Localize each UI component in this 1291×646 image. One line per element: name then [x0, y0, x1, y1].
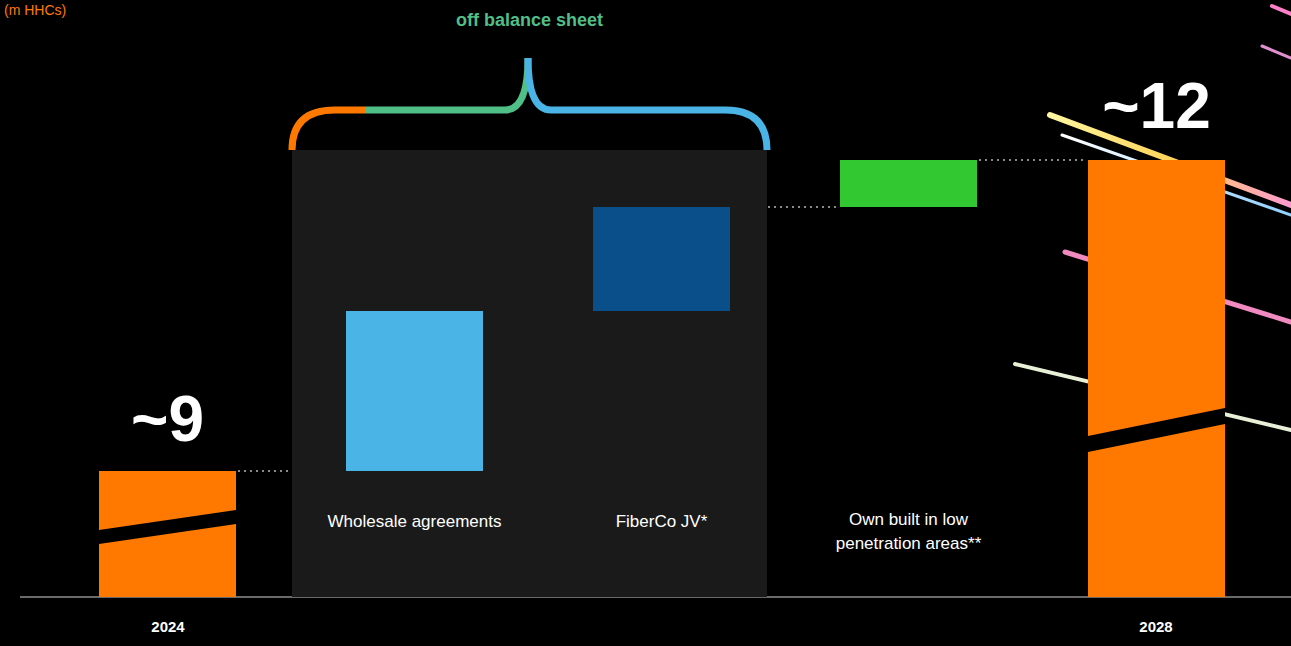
axis-year: 2028: [1139, 618, 1172, 635]
increment-bar: Own built in low penetration areas**: [840, 160, 977, 207]
increment-bar: Wholesale agreements: [346, 311, 483, 471]
unit-label: (m HHCs): [4, 2, 66, 18]
value-label: ~12: [1102, 68, 1211, 145]
off-balance-panel: off balance sheetWholesale agreementsFib…: [292, 150, 767, 597]
step-connector: [979, 159, 1086, 161]
value-bar: ~12: [1088, 160, 1225, 597]
axis-break: [99, 510, 236, 544]
group-heading: off balance sheet: [456, 10, 603, 32]
brace: [292, 58, 767, 150]
category-label: Wholesale agreements: [328, 512, 502, 532]
category-label: FiberCo JV*: [616, 512, 708, 532]
axis-year: 2024: [151, 618, 184, 635]
increment-bar: FiberCo JV*: [593, 207, 730, 311]
axis-break: [1088, 408, 1225, 452]
category-label: Own built in low penetration areas**: [819, 508, 999, 556]
value-label: ~9: [131, 381, 204, 458]
